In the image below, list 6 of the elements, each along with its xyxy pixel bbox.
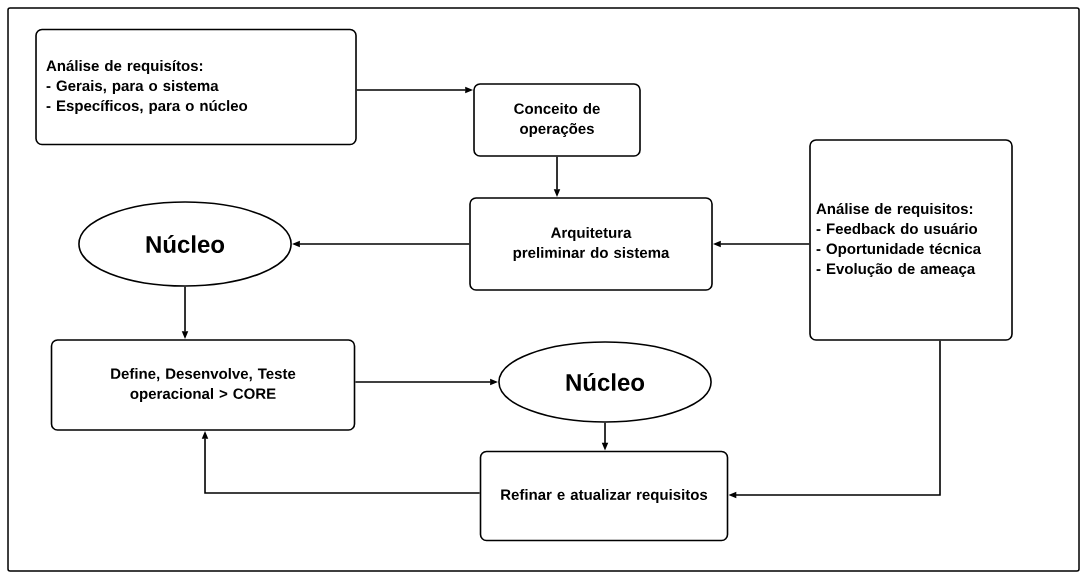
process-box: Define, Desenvolve, Teste operacional > CORE	[50, 339, 356, 431]
process-box: Análise de requisitos: - Feedback do usuário - Oportunidade técnica - Evolução de ameaça	[809, 139, 1013, 341]
process-box: Arquitetura preliminar do sistema	[469, 197, 713, 291]
process-box: Análise de requisítos: - Gerais, para o sistema - Específicos, para o núcleo	[35, 28, 357, 146]
process-box: Refinar e atualizar requisitos	[479, 450, 729, 542]
process-box: Conceito de operações	[473, 83, 641, 157]
